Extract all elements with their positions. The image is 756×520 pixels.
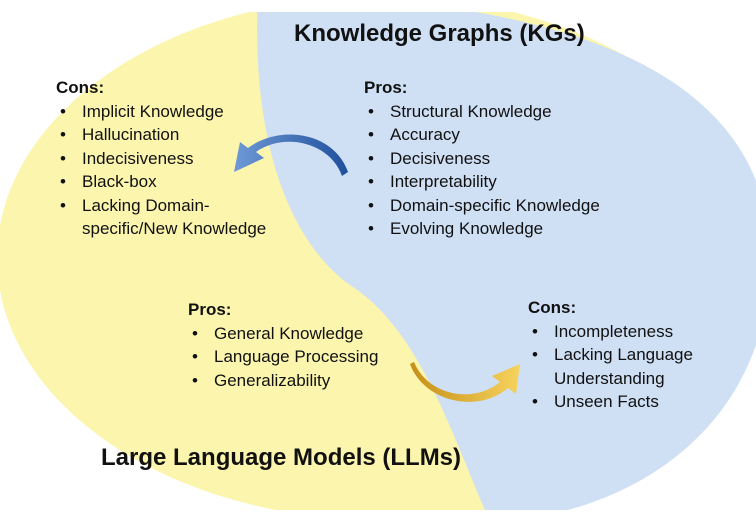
list-item: Unseen Facts [528, 390, 693, 414]
list-item: Interpretability [364, 170, 600, 194]
kg-title: Knowledge Graphs (KGs) [294, 20, 585, 47]
llm-cons: Cons: Implicit Knowledge Hallucination I… [56, 76, 266, 241]
list-item: Indecisiveness [56, 147, 266, 171]
list-item: General Knowledge [188, 322, 378, 346]
list-item: Structural Knowledge [364, 100, 600, 124]
list-item: Hallucination [56, 123, 266, 147]
list-item: Decisiveness [364, 147, 600, 171]
list-item: Accuracy [364, 123, 600, 147]
list-item: Generalizability [188, 369, 378, 393]
list-item: Language Processing [188, 345, 378, 369]
list-item: Domain-specific Knowledge [364, 194, 600, 218]
kg-pros-heading: Pros: [364, 78, 408, 97]
llm-cons-list: Implicit Knowledge Hallucination Indecis… [56, 100, 266, 241]
list-item: Incompleteness [528, 320, 693, 344]
list-item: Evolving Knowledge [364, 217, 600, 241]
llm-cons-heading: Cons: [56, 78, 105, 97]
kg-cons-heading: Cons: [528, 298, 577, 317]
llm-title: Large Language Models (LLMs) [101, 444, 462, 471]
llm-pros-list: General Knowledge Language Processing Ge… [188, 322, 378, 393]
list-item: Implicit Knowledge [56, 100, 266, 124]
list-item: Black-box [56, 170, 266, 194]
llm-pros: Pros: General Knowledge Language Process… [188, 298, 378, 392]
curved-arrow-left-icon [234, 134, 348, 176]
kg-cons-list: Incompleteness Lacking Language Understa… [528, 320, 693, 414]
kg-pros: Pros: Structural Knowledge Accuracy Deci… [364, 76, 600, 241]
kg-cons: Cons: Incompleteness Lacking Language Un… [528, 296, 693, 414]
llm-pros-heading: Pros: [188, 300, 232, 319]
curved-arrow-right-icon [410, 362, 520, 402]
list-item: Lacking Language Understanding [528, 343, 693, 390]
kg-pros-list: Structural Knowledge Accuracy Decisivene… [364, 100, 600, 241]
list-item: Lacking Domain- specific/New Knowledge [56, 194, 266, 241]
